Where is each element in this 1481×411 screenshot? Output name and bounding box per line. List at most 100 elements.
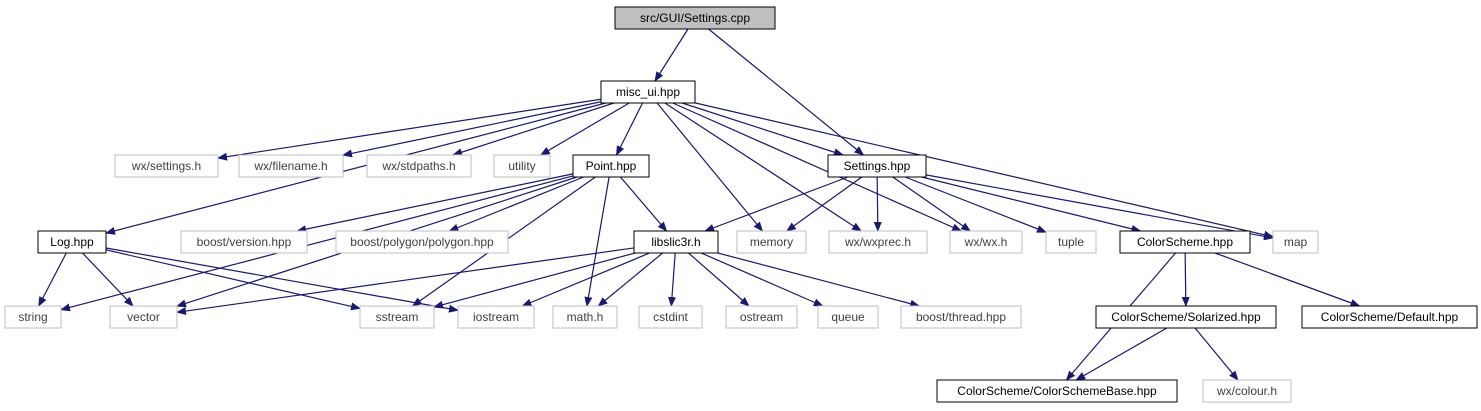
node-label: iostream: [473, 310, 519, 324]
node-box: [457, 305, 535, 329]
node-label: tuple: [1058, 235, 1084, 249]
node-label: Settings.hpp: [844, 159, 911, 173]
node-box: [600, 80, 696, 104]
node-math_h: math.h: [552, 305, 618, 329]
node-box: [827, 154, 927, 178]
node-box: [109, 305, 178, 329]
node-log_hpp[interactable]: Log.hpp: [37, 230, 107, 254]
node-label: boost/version.hpp: [197, 235, 292, 249]
node-box: [1202, 379, 1292, 403]
node-label: src/GUI/Settings.cpp: [640, 11, 750, 25]
edge-settings_hpp-to-tuple: [904, 176, 1047, 233]
edge-log_hpp-to-sstream: [105, 249, 361, 311]
node-label: ostream: [740, 310, 783, 324]
node-box: [4, 305, 62, 329]
node-box: [493, 154, 551, 178]
node-box: [238, 154, 344, 178]
node-box: [638, 305, 703, 329]
node-label: wx/stdpaths.h: [381, 159, 455, 173]
node-box: [335, 230, 509, 254]
edge-cs_solarized_hpp-to-wx_colour_h: [1194, 327, 1239, 381]
node-label: utility: [508, 159, 535, 173]
node-box: [552, 305, 618, 329]
edge-colorscheme_hpp-to-cs_solarized_hpp: [1181, 252, 1190, 307]
edge-libslic3r_h-to-vector: [176, 247, 635, 315]
node-cs_base_hpp[interactable]: ColorScheme/ColorSchemeBase.hpp: [936, 379, 1178, 403]
edge-misc_ui_hpp-to-settings_hpp: [681, 102, 844, 157]
node-label: ColorScheme/ColorSchemeBase.hpp: [957, 384, 1157, 398]
edge-point_hpp-to-libslic3r_h: [619, 176, 668, 232]
edge-settings_hpp-to-wx_wxprec_h: [873, 176, 882, 232]
node-label: boost/thread.hpp: [916, 310, 1006, 324]
edge-misc_ui_hpp-to-utility: [539, 102, 630, 156]
edge-settings_hpp-to-colorscheme_hpp: [921, 176, 1142, 233]
node-label: Point.hpp: [586, 159, 637, 173]
node-label: libslic3r.h: [651, 235, 700, 249]
node-box: [114, 154, 219, 178]
node-boost_thread_hpp: boost/thread.hpp: [900, 305, 1022, 329]
node-label: map: [1284, 235, 1308, 249]
node-label: ColorScheme.hpp: [1137, 235, 1233, 249]
edge-cs_solarized_hpp-to-cs_base_hpp: [1075, 327, 1168, 381]
node-colorscheme_hpp[interactable]: ColorScheme.hpp: [1119, 230, 1251, 254]
node-box: [1272, 230, 1319, 254]
edge-log_hpp-to-string: [38, 252, 67, 307]
edge-settings_hpp-to-wx_wx_h: [892, 176, 972, 232]
node-point_hpp[interactable]: Point.hpp: [572, 154, 650, 178]
node-memory: memory: [736, 230, 807, 254]
node-label: misc_ui.hpp: [616, 85, 680, 99]
node-wx_wx_h: wx/wx.h: [949, 230, 1023, 254]
edge-libslic3r_h-to-queue: [700, 252, 824, 307]
node-label: cstdint: [653, 310, 688, 324]
node-label: math.h: [567, 310, 604, 324]
edge-libslic3r_h-to-cstdint: [667, 252, 676, 307]
node-label: vector: [127, 310, 160, 324]
edge-log_hpp-to-vector: [82, 252, 134, 307]
edge-settings_hpp-to-libslic3r_h: [704, 176, 849, 232]
node-label: memory: [750, 235, 793, 249]
edge-settings_cpp-to-misc_ui_hpp: [654, 28, 689, 82]
node-cs_default_hpp[interactable]: ColorScheme/Default.hpp: [1301, 305, 1478, 329]
node-label: wx/wxprec.h: [844, 235, 911, 249]
node-misc_ui_hpp[interactable]: misc_ui.hpp: [600, 80, 696, 104]
node-label: string: [18, 310, 47, 324]
node-label: wx/colour.h: [1216, 384, 1277, 398]
node-label: ColorScheme/Default.hpp: [1321, 310, 1459, 324]
node-wx_filename_h: wx/filename.h: [238, 154, 344, 178]
node-label: wx/filename.h: [253, 159, 327, 173]
node-box: [817, 305, 879, 329]
edge-libslic3r_h-to-boost_thread_hpp: [717, 252, 921, 308]
node-layer: src/GUI/Settings.cppmisc_ui.hppwx/settin…: [4, 6, 1478, 403]
edge-point_hpp-to-boost_version_hpp: [296, 173, 574, 234]
node-box: [614, 6, 776, 30]
node-cstdint: cstdint: [638, 305, 703, 329]
node-box: [1301, 305, 1478, 329]
node-tuple: tuple: [1045, 230, 1097, 254]
node-string: string: [4, 305, 62, 329]
node-label: wx/wx.h: [964, 235, 1008, 249]
node-vector: vector: [109, 305, 178, 329]
edge-misc_ui_hpp-to-wx_settings_h: [217, 98, 602, 161]
edge-libslic3r_h-to-sstream: [433, 252, 636, 309]
node-box: [1095, 305, 1277, 329]
node-libslic3r_h[interactable]: libslic3r.h: [633, 230, 719, 254]
edge-misc_ui_hpp-to-map: [694, 102, 1274, 239]
node-box: [37, 230, 107, 254]
edge-log_hpp-to-iostream: [105, 247, 459, 313]
node-cs_solarized_hpp[interactable]: ColorScheme/Solarized.hpp: [1095, 305, 1277, 329]
node-sstream: sstream: [359, 305, 435, 329]
node-settings_hpp[interactable]: Settings.hpp: [827, 154, 927, 178]
node-wx_stdpaths_h: wx/stdpaths.h: [366, 154, 472, 178]
node-box: [180, 230, 308, 254]
edge-point_hpp-to-boost_polygon_hpp: [448, 176, 584, 232]
node-boost_version_hpp: boost/version.hpp: [180, 230, 308, 254]
edge-misc_ui_hpp-to-log_hpp: [105, 102, 606, 235]
node-label: ColorScheme/Solarized.hpp: [1111, 310, 1261, 324]
node-box: [1119, 230, 1251, 254]
node-label: sstream: [376, 310, 419, 324]
node-queue: queue: [817, 305, 879, 329]
node-settings_cpp[interactable]: src/GUI/Settings.cpp: [614, 6, 776, 30]
node-label: boost/polygon/polygon.hpp: [350, 235, 494, 249]
node-box: [828, 230, 928, 254]
node-map: map: [1272, 230, 1319, 254]
